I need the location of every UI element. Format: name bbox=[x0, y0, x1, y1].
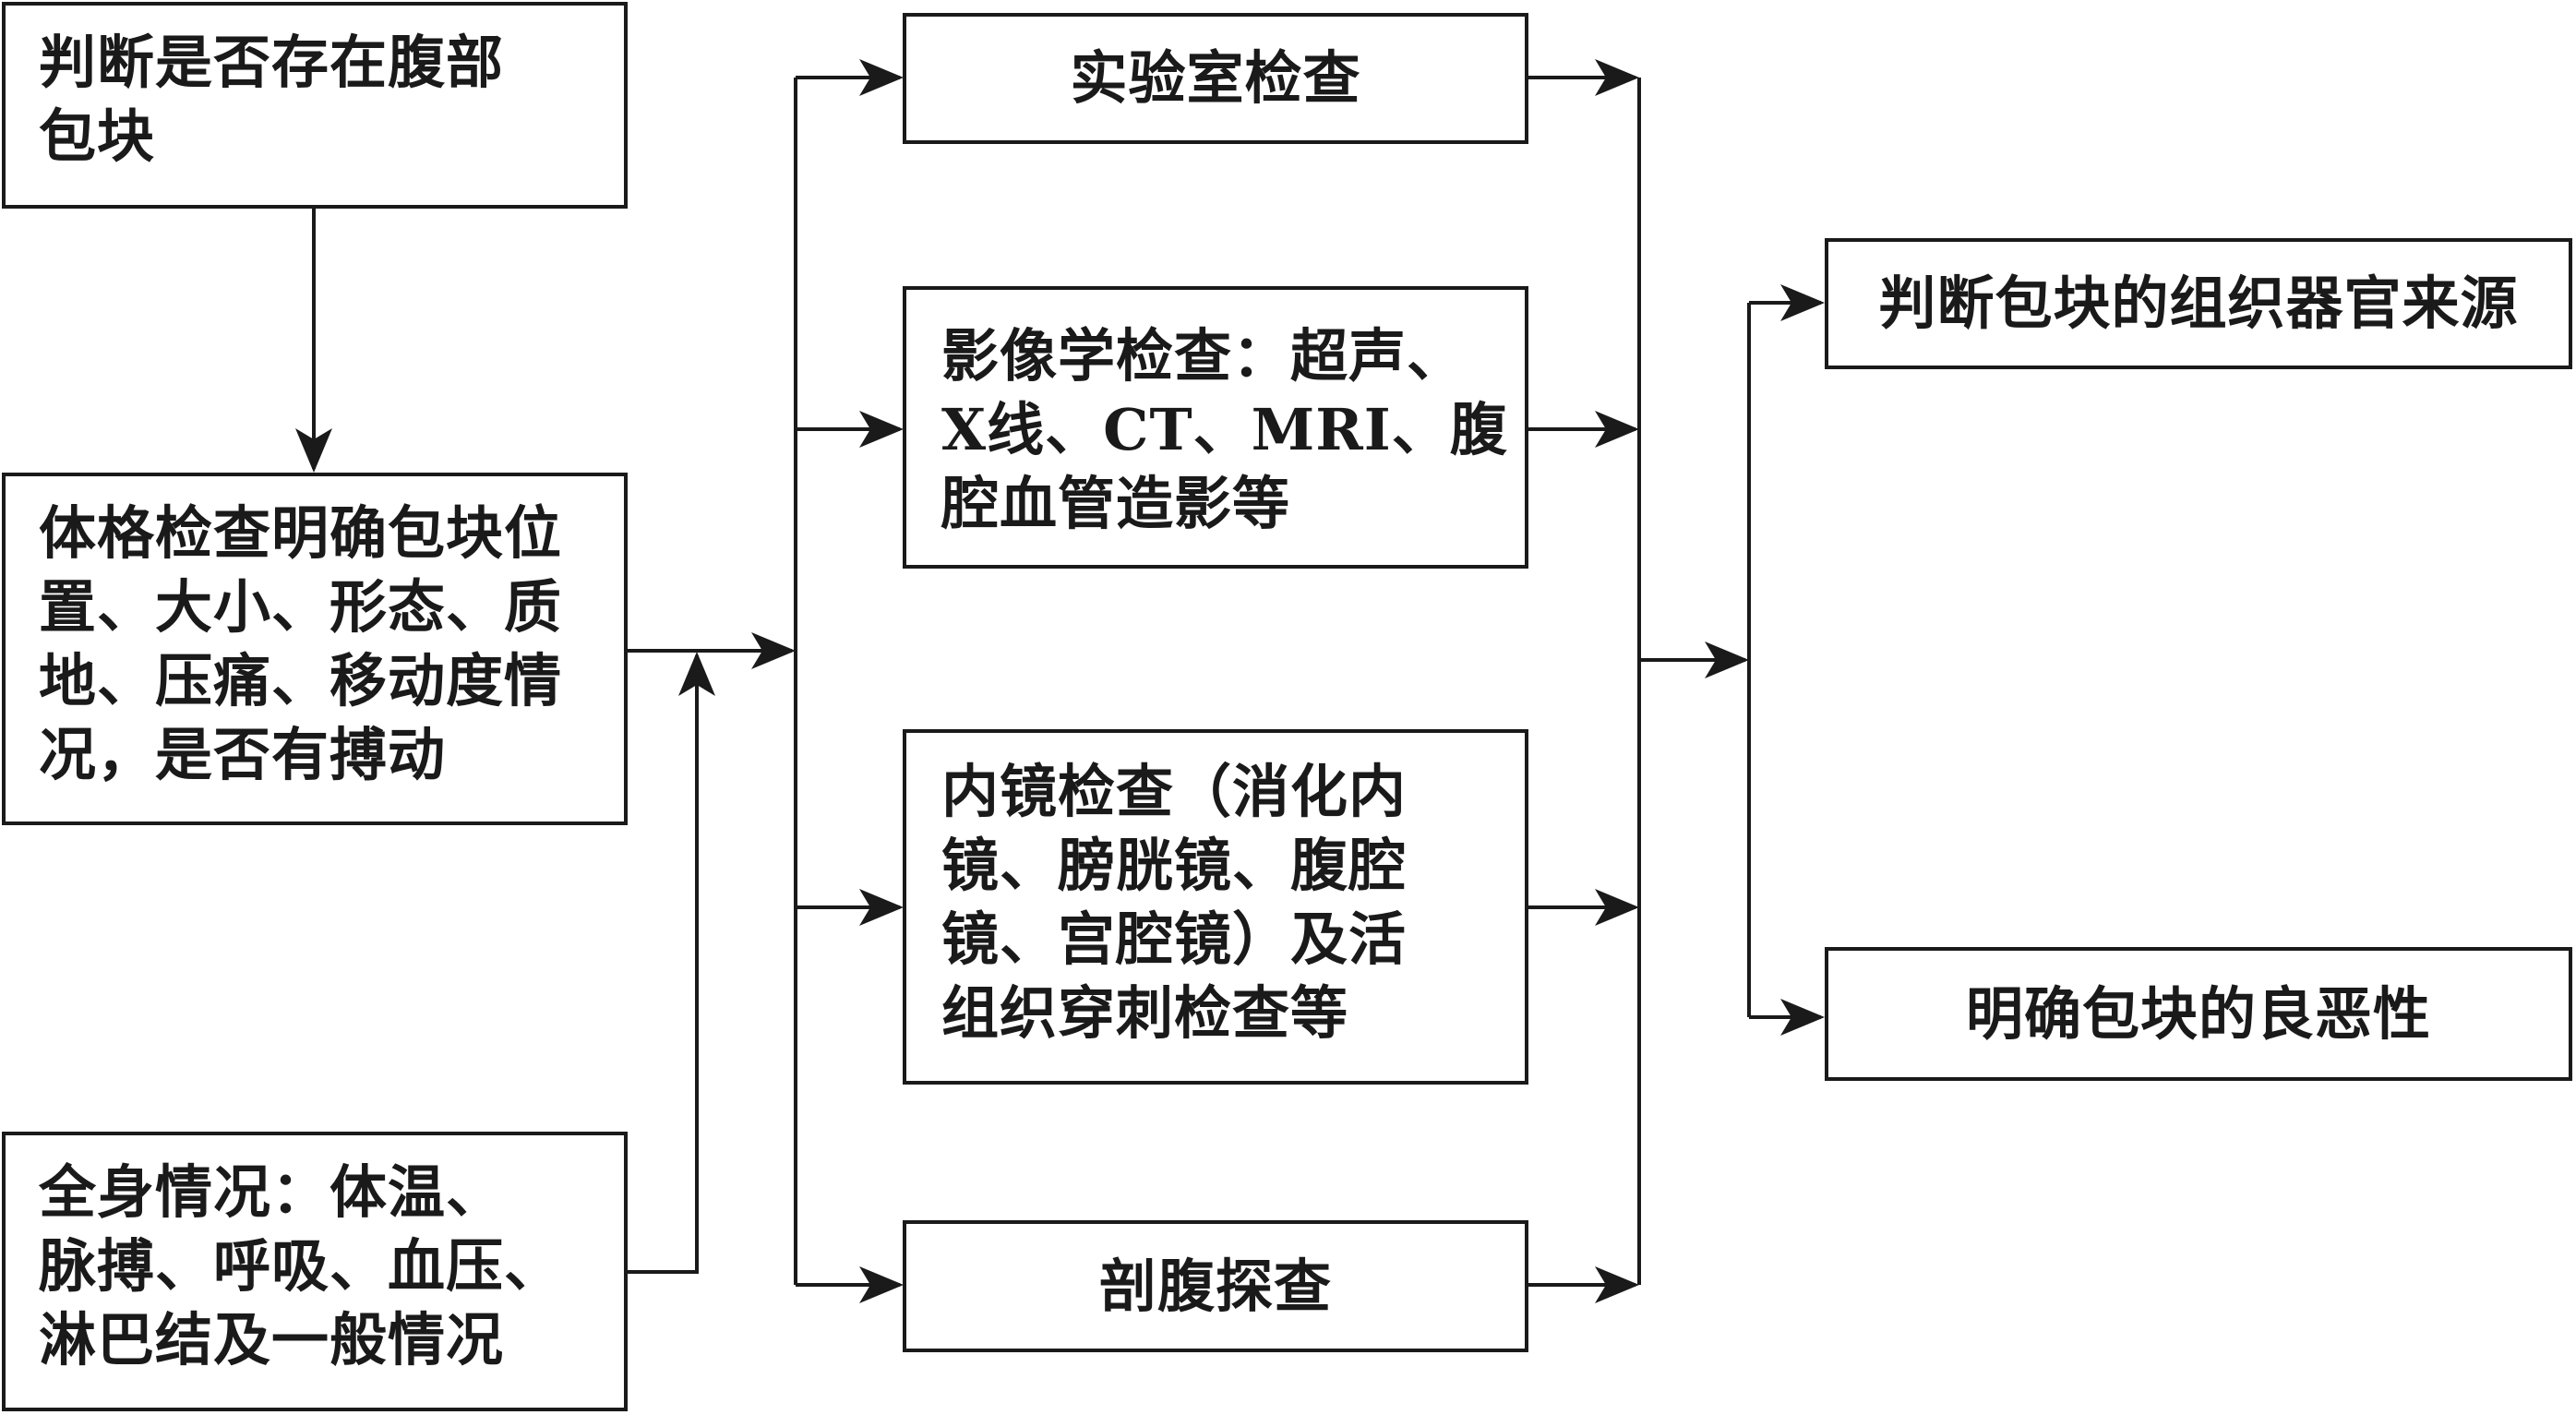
node-text-line: 包块 bbox=[39, 102, 156, 170]
node-text-line: 镜、膀胱镜、腹腔 bbox=[941, 832, 1408, 899]
arrow-general-to-junction bbox=[628, 652, 715, 1274]
node-text-line: 判断包块的组织器官来源 bbox=[1878, 270, 2519, 337]
node-benign-malignant: 明确包块的良恶性 bbox=[1825, 947, 2572, 1081]
node-text-line: 脉搏、呼吸、血压、 bbox=[39, 1232, 563, 1300]
node-text-line: 组织穿刺检查等 bbox=[941, 979, 1349, 1047]
node-text-line: 明确包块的良恶性 bbox=[1965, 979, 2431, 1048]
node-text-line: 剖腹探查 bbox=[1098, 1252, 1332, 1320]
node-text-line: 况，是否有搏动 bbox=[39, 721, 447, 788]
node-text-line: 镜、宫腔镜）及活 bbox=[941, 905, 1408, 973]
node-text-line: 实验室检查 bbox=[1070, 44, 1361, 112]
node-text-line: 全身情况：体温、 bbox=[39, 1158, 505, 1226]
node-laparotomy: 剖腹探查 bbox=[903, 1220, 1528, 1352]
node-text-line: 内镜检查（消化内 bbox=[941, 758, 1408, 825]
node-physical-exam: 体格检查明确包块位 置、大小、形态、质 地、压痛、移动度情 况，是否有搏动 bbox=[2, 473, 628, 825]
node-text-line: 体格检查明确包块位 bbox=[39, 499, 563, 567]
node-text-line: 地、压痛、移动度情 bbox=[39, 647, 563, 714]
node-text-line: 影像学检查：超声、 bbox=[941, 322, 1466, 390]
node-text-line: 判断是否存在腹部 bbox=[39, 29, 505, 96]
node-text-line: 腔血管造影等 bbox=[941, 470, 1291, 537]
node-general-condition: 全身情况：体温、 脉搏、呼吸、血压、 淋巴结及一般情况 bbox=[2, 1132, 628, 1411]
node-imaging: 影像学检查：超声、 X线、CT、MRI、腹 腔血管造影等 bbox=[903, 286, 1528, 569]
node-tissue-origin: 判断包块的组织器官来源 bbox=[1825, 238, 2572, 369]
node-text-line: 置、大小、形态、质 bbox=[39, 573, 563, 641]
node-text-line: X线、CT、MRI、腹 bbox=[941, 396, 1508, 463]
node-text-line: 淋巴结及一般情况 bbox=[39, 1306, 505, 1373]
node-endoscopy: 内镜检查（消化内 镜、膀胱镜、腹腔 镜、宫腔镜）及活 组织穿刺检查等 bbox=[903, 729, 1528, 1085]
node-abdominal-mass-check: 判断是否存在腹部 包块 bbox=[2, 2, 628, 209]
node-lab-test: 实验室检查 bbox=[903, 13, 1528, 144]
